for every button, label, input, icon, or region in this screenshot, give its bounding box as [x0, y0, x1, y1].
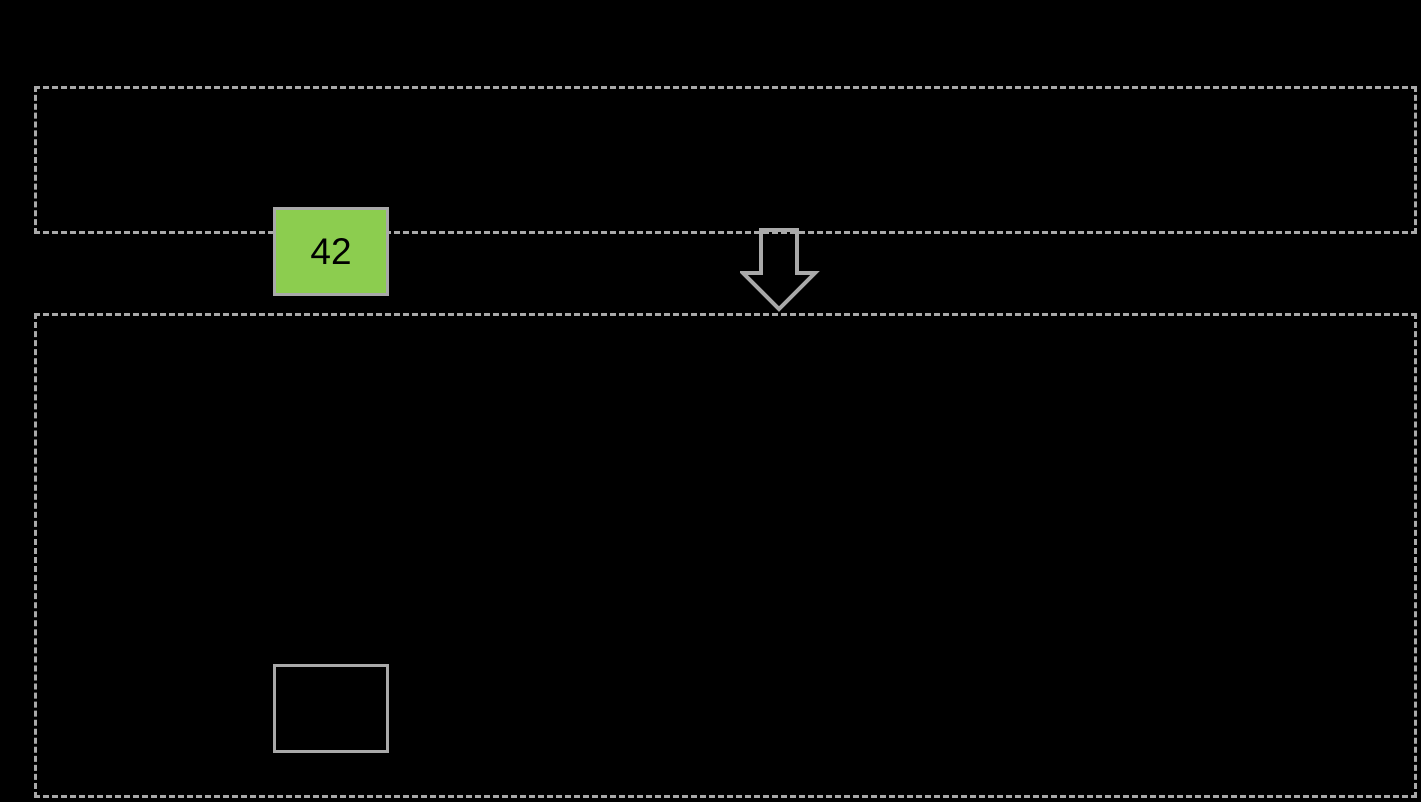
arrow-down-glyph — [738, 228, 820, 312]
target-region-panel: 42 — [34, 313, 1417, 798]
target-slot-box[interactable] — [273, 664, 389, 753]
arrow-down-icon — [738, 228, 820, 312]
source-value-box[interactable]: 42 — [273, 207, 389, 296]
source-region-panel: 42 — [34, 86, 1417, 296]
